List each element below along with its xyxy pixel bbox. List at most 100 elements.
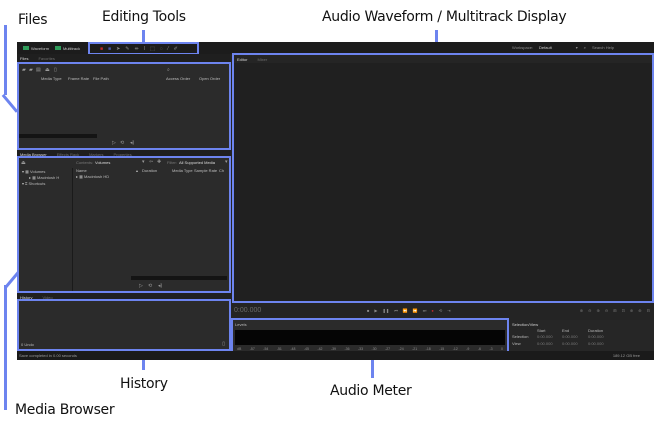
spectral-frequency-icon[interactable]: ■ <box>100 45 104 52</box>
selection-duration[interactable]: 0:00.000 <box>588 334 604 339</box>
history-pointer <box>142 354 145 370</box>
chevron-down-icon[interactable]: ▾ <box>142 159 145 165</box>
list-item[interactable]: ▸ ▦ Macintosh HD <box>76 174 110 179</box>
fast-forward-icon[interactable]: ⏩ <box>412 308 418 313</box>
meter-tick-label: -48 <box>290 346 296 351</box>
insert-multitrack-icon[interactable]: ⏏ <box>45 67 50 73</box>
zoom-out-amplitude-icon[interactable]: ⊖ <box>588 308 592 313</box>
tab-markers[interactable]: Markers <box>89 151 104 157</box>
workspace-selector[interactable]: Workspace: Default ▾ ⌕ Search Help <box>511 45 614 50</box>
go-to-end-icon[interactable]: ⏭ <box>422 308 427 313</box>
time-selection-icon[interactable]: I <box>143 45 146 52</box>
media-browser-panel: ⏏ ▾ ▦ Volumes ▸ ▦ Macintosh H ▾ ⌗ Shortc… <box>17 156 231 293</box>
tree-item-macintosh[interactable]: ▸ ▦ Macintosh H <box>29 175 60 180</box>
files-panel: ▰ ▰ ▤ ⏏ ▯ ⌕ Media Type Frame Rate File P… <box>17 62 231 150</box>
tree-item-volumes[interactable]: ▾ ▦ Volumes <box>22 169 46 174</box>
play-icon[interactable]: ▷ <box>139 283 143 289</box>
meter-tick-label: -15 <box>439 346 445 351</box>
autoplay-icon[interactable]: ◂) <box>158 283 163 289</box>
selection-start[interactable]: 0:00.000 <box>537 334 553 339</box>
search-icon[interactable]: ⌕ <box>167 67 170 73</box>
waveform-pointer <box>435 30 438 52</box>
lasso-icon[interactable]: ◌ <box>159 45 163 52</box>
callout-history: History <box>120 376 168 392</box>
rewind-icon[interactable]: ⏪ <box>402 308 408 313</box>
skip-icon[interactable]: ⇥ <box>447 308 451 313</box>
tab-video[interactable]: Video <box>42 294 53 300</box>
trash-icon[interactable]: ▯ <box>222 341 225 347</box>
tab-editor[interactable]: Editor <box>237 56 248 62</box>
meter-tick-label: -24 <box>398 346 404 351</box>
search-help-field[interactable]: Search Help <box>591 45 614 50</box>
zoom-in-left-icon[interactable]: ⊕ <box>629 308 634 313</box>
media-scrollbar[interactable] <box>131 276 227 280</box>
spectral-pitch-icon[interactable]: ■ <box>108 45 112 52</box>
selection-end[interactable]: 0:00.000 <box>562 334 578 339</box>
meter-tick-label: -21 <box>412 346 418 351</box>
stop-icon[interactable]: ■ <box>367 308 370 313</box>
tab-favorites[interactable]: Favorites <box>38 55 55 61</box>
view-start[interactable]: 0:00.000 <box>537 341 553 346</box>
view-end[interactable]: 0:00.000 <box>562 341 578 346</box>
files-scrollbar[interactable] <box>19 134 97 138</box>
meter-tick-label: -54 <box>263 346 269 351</box>
transport-controls: ■ ▶ ❚❚ ⏮ ⏪ ⏩ ⏭ ● ⟲ ⇥ <box>367 308 451 313</box>
zoom-selection-icon[interactable]: ⊡ <box>621 308 625 313</box>
drives-icon[interactable]: ⏏ <box>21 160 26 166</box>
loop-icon[interactable]: ⟲ <box>148 283 153 289</box>
new-file-icon[interactable]: ▤ <box>36 67 41 73</box>
go-to-start-icon[interactable]: ⏮ <box>394 308 398 313</box>
zoom-out-time-icon[interactable]: ⊖ <box>604 308 609 313</box>
back-icon[interactable]: ⇦ <box>149 159 154 165</box>
zoom-full-icon[interactable]: ⊞ <box>613 308 617 313</box>
tab-properties[interactable]: Properties <box>113 151 132 157</box>
record-icon[interactable]: ● <box>431 308 434 313</box>
tab-files[interactable]: Files <box>20 55 29 61</box>
filter-dropdown[interactable]: All Supported Media <box>179 160 216 165</box>
delete-icon[interactable]: ▯ <box>54 67 57 73</box>
import-icon[interactable]: ▰ <box>29 67 33 73</box>
waveform-mode-button[interactable]: Waveform <box>23 44 49 52</box>
marquee-icon[interactable]: ⬚ <box>150 45 155 52</box>
open-file-icon[interactable]: ▰ <box>22 67 26 73</box>
loop-icon[interactable]: ⟲ <box>438 308 443 313</box>
filter-label: Filter: <box>167 160 177 165</box>
zoom-in-right-icon[interactable]: ⊕ <box>638 308 642 313</box>
autoplay-icon[interactable]: ◂) <box>130 140 135 146</box>
play-icon[interactable]: ▶ <box>374 308 378 313</box>
play-icon[interactable]: ▷ <box>112 140 116 146</box>
selection-row-label: Selection <box>512 334 529 339</box>
zoom-reset-icon[interactable]: ⊟ <box>646 308 650 313</box>
callout-files: Files <box>18 12 48 28</box>
spot-healing-icon[interactable]: ✐ <box>173 45 178 52</box>
zoom-in-amplitude-icon[interactable]: ⊕ <box>579 308 584 313</box>
tree-item-shortcuts[interactable]: ▾ ⌗ Shortcuts <box>22 181 46 186</box>
status-bar: Save completed in 0.00 seconds 189.12 GB… <box>17 351 654 360</box>
contents-label: Contents: <box>76 160 94 165</box>
move-tool-icon[interactable]: ➤ <box>116 45 121 52</box>
slip-tool-icon[interactable]: ⇹ <box>134 45 139 52</box>
tab-history[interactable]: History <box>20 294 33 300</box>
tab-mixer[interactable]: Mixer <box>257 56 268 62</box>
files-tabstrip: Files Favorites <box>17 54 230 62</box>
callout-audio-meter: Audio Meter <box>330 383 412 399</box>
view-duration[interactable]: 0:00.000 <box>588 341 604 346</box>
zoom-in-time-icon[interactable]: ⊕ <box>596 308 600 313</box>
media-column-headers: Name ▴ Duration Media Type Sample Rate C… <box>76 168 225 173</box>
meter-tick-label: dB <box>237 346 242 351</box>
meter-tick-label: 0 <box>501 346 503 351</box>
loop-icon[interactable]: ⟲ <box>120 140 125 146</box>
selection-view-panel: Selection/View Start End Duration Select… <box>510 320 654 351</box>
selection-view-title: Selection/View <box>512 322 539 327</box>
pause-icon[interactable]: ❚❚ <box>382 308 390 313</box>
tab-effects-rack[interactable]: Effects Rack <box>56 151 80 157</box>
tab-media-browser[interactable]: Media Browser <box>20 151 47 157</box>
contents-dropdown[interactable]: Volumes <box>95 160 111 165</box>
meter-tick-label: -42 <box>317 346 323 351</box>
add-shortcut-icon[interactable]: ✚ <box>157 159 162 165</box>
media-tree: ▾ ▦ Volumes ▸ ▦ Macintosh H ▾ ⌗ Shortcut… <box>19 168 73 291</box>
brush-icon[interactable]: ⁄ <box>167 45 169 52</box>
chevron-down-icon[interactable]: ▾ <box>225 159 228 165</box>
multitrack-mode-button[interactable]: Multitrack <box>55 44 80 52</box>
razor-tool-icon[interactable]: ✎ <box>125 45 130 52</box>
